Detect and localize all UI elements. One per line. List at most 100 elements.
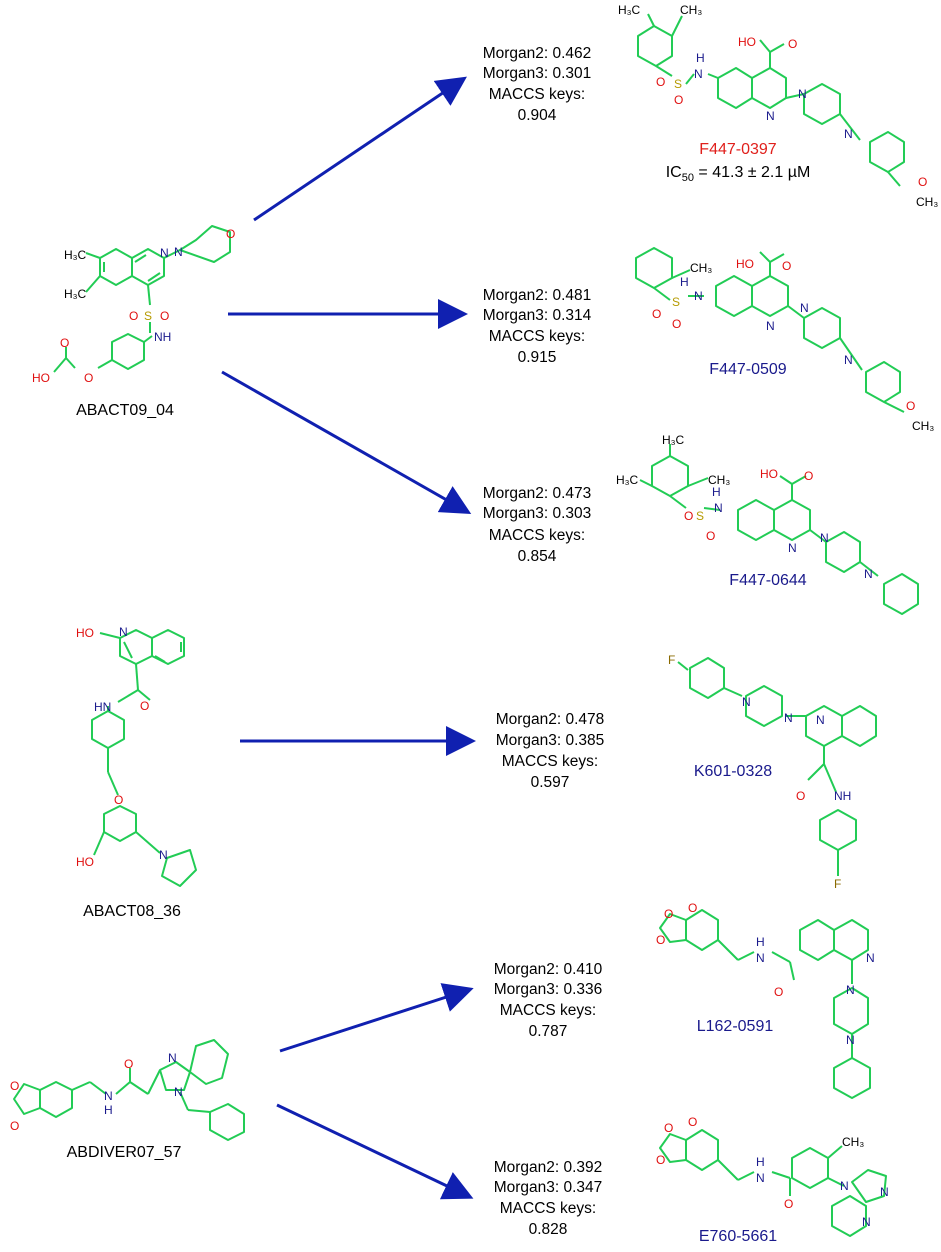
atom-label: N: [846, 1033, 855, 1047]
atom-label: H: [680, 275, 689, 289]
similarity-block-6: Morgan2: 0.392 Morgan3: 0.347 MACCS keys…: [494, 1159, 603, 1238]
maccs-label: MACCS keys:: [502, 753, 598, 770]
hit-label: F447-0397: [699, 141, 776, 158]
atom-label: O: [84, 371, 93, 385]
hit-label: E760-5661: [699, 1228, 777, 1245]
arrow-q3-hit5: [279, 983, 474, 1053]
atom-label: H: [696, 51, 705, 65]
structure-abact08-36: HO N HN O O HO N: [76, 625, 197, 887]
atom-label: H: [712, 485, 721, 499]
atom-label: O: [706, 529, 715, 543]
atom-label: N: [788, 541, 797, 555]
atom-label: O: [226, 227, 235, 241]
atom-label: N: [798, 87, 807, 101]
morgan3-value: Morgan3: 0.336: [494, 981, 603, 998]
similarity-block-1: Morgan2: 0.462 Morgan3: 0.301 MACCS keys…: [483, 45, 592, 124]
atom-label: N: [694, 67, 703, 81]
atom-label: N: [742, 695, 751, 709]
atom-label: O: [656, 933, 665, 947]
similarity-block-2: Morgan2: 0.481 Morgan3: 0.314 MACCS keys…: [483, 287, 592, 366]
atom-label: N: [840, 1179, 849, 1193]
maccs-value: 0.854: [518, 548, 557, 565]
atom-label: NH: [834, 789, 851, 803]
atom-label: HO: [76, 855, 94, 869]
atom-label: N: [846, 983, 855, 997]
maccs-label: MACCS keys:: [500, 1200, 596, 1217]
structure-f447-0397: H₃C CH₃ O S O H N HO O N N N O CH₃: [618, 3, 938, 209]
maccs-value: 0.904: [518, 107, 557, 124]
maccs-value: 0.597: [531, 774, 570, 791]
atom-label: N: [694, 289, 703, 303]
atom-label: O: [782, 259, 791, 273]
query-label: ABDIVER07_57: [67, 1144, 182, 1161]
atom-label: O: [684, 509, 693, 523]
atom-label: N: [756, 1171, 765, 1185]
morgan3-value: Morgan3: 0.301: [483, 65, 592, 82]
atom-label: N: [864, 567, 873, 581]
atom-label: N: [104, 1089, 113, 1103]
atom-label: N: [800, 301, 809, 315]
atom-label: N: [766, 319, 775, 333]
hit-label: L162-0591: [697, 1018, 774, 1035]
similarity-block-3: Morgan2: 0.473 Morgan3: 0.303 MACCS keys…: [483, 485, 592, 565]
atom-label: O: [124, 1057, 133, 1071]
atom-label: CH₃: [708, 473, 730, 487]
atom-label: O: [918, 175, 927, 189]
atom-label: N: [816, 713, 825, 727]
atom-label: N: [174, 245, 183, 259]
atom-label: HO: [736, 257, 754, 271]
structure-f447-0644: H₃C H₃C CH₃ H S O O N HO O N N N: [616, 433, 919, 615]
atom-label: HO: [760, 467, 778, 481]
atom-label: H₃C: [618, 3, 641, 17]
atom-label: NH: [154, 330, 171, 344]
atom-label: O: [796, 789, 805, 803]
atom-label: S: [144, 309, 152, 323]
atom-label: H: [756, 935, 765, 949]
maccs-value: 0.915: [518, 349, 557, 366]
atom-label: N: [766, 109, 775, 123]
morgan2-value: Morgan2: 0.462: [483, 45, 592, 62]
atom-label: O: [688, 1115, 697, 1129]
atom-label: O: [656, 75, 665, 89]
atom-label: O: [804, 469, 813, 483]
atom-label: N: [862, 1215, 871, 1229]
atom-label: CH₃: [680, 3, 702, 17]
atom-label: S: [672, 295, 680, 309]
atom-label: O: [114, 793, 123, 807]
morgan2-value: Morgan2: 0.473: [483, 485, 592, 502]
atom-label: O: [10, 1119, 19, 1133]
atom-label: O: [160, 309, 169, 323]
morgan2-value: Morgan2: 0.481: [483, 287, 592, 304]
atom-label: HO: [76, 626, 94, 640]
atom-label: O: [788, 37, 797, 51]
atom-label: N: [174, 1085, 183, 1099]
atom-label: O: [664, 907, 673, 921]
atom-label: HO: [738, 35, 756, 49]
morgan3-value: Morgan3: 0.303: [483, 505, 592, 522]
atom-label: N: [714, 501, 723, 515]
arrow-q3-hit6: [276, 1103, 474, 1200]
maccs-value: 0.787: [529, 1023, 568, 1040]
hit-label: F447-0644: [729, 572, 806, 589]
atom-label: O: [664, 1121, 673, 1135]
atom-label: S: [674, 77, 682, 91]
atom-label: N: [844, 353, 853, 367]
hit-label: K601-0328: [694, 763, 772, 780]
atom-label: O: [129, 309, 138, 323]
atom-label: N: [168, 1051, 177, 1065]
atom-label: F: [834, 877, 841, 891]
atom-label: N: [866, 951, 875, 965]
maccs-label: MACCS keys:: [489, 527, 585, 544]
morgan2-value: Morgan2: 0.410: [494, 961, 603, 978]
atom-label: N: [844, 127, 853, 141]
atom-label: N: [820, 531, 829, 545]
atom-label: H₃C: [662, 433, 685, 447]
atom-label: O: [674, 93, 683, 107]
atom-label: O: [60, 336, 69, 350]
structure-l162-0591: O O O H N O N N N: [656, 901, 875, 1099]
atom-label: N: [880, 1185, 889, 1199]
atom-label: O: [140, 699, 149, 713]
atom-label: O: [774, 985, 783, 999]
atom-label: O: [906, 399, 915, 413]
atom-label: N: [159, 848, 168, 862]
